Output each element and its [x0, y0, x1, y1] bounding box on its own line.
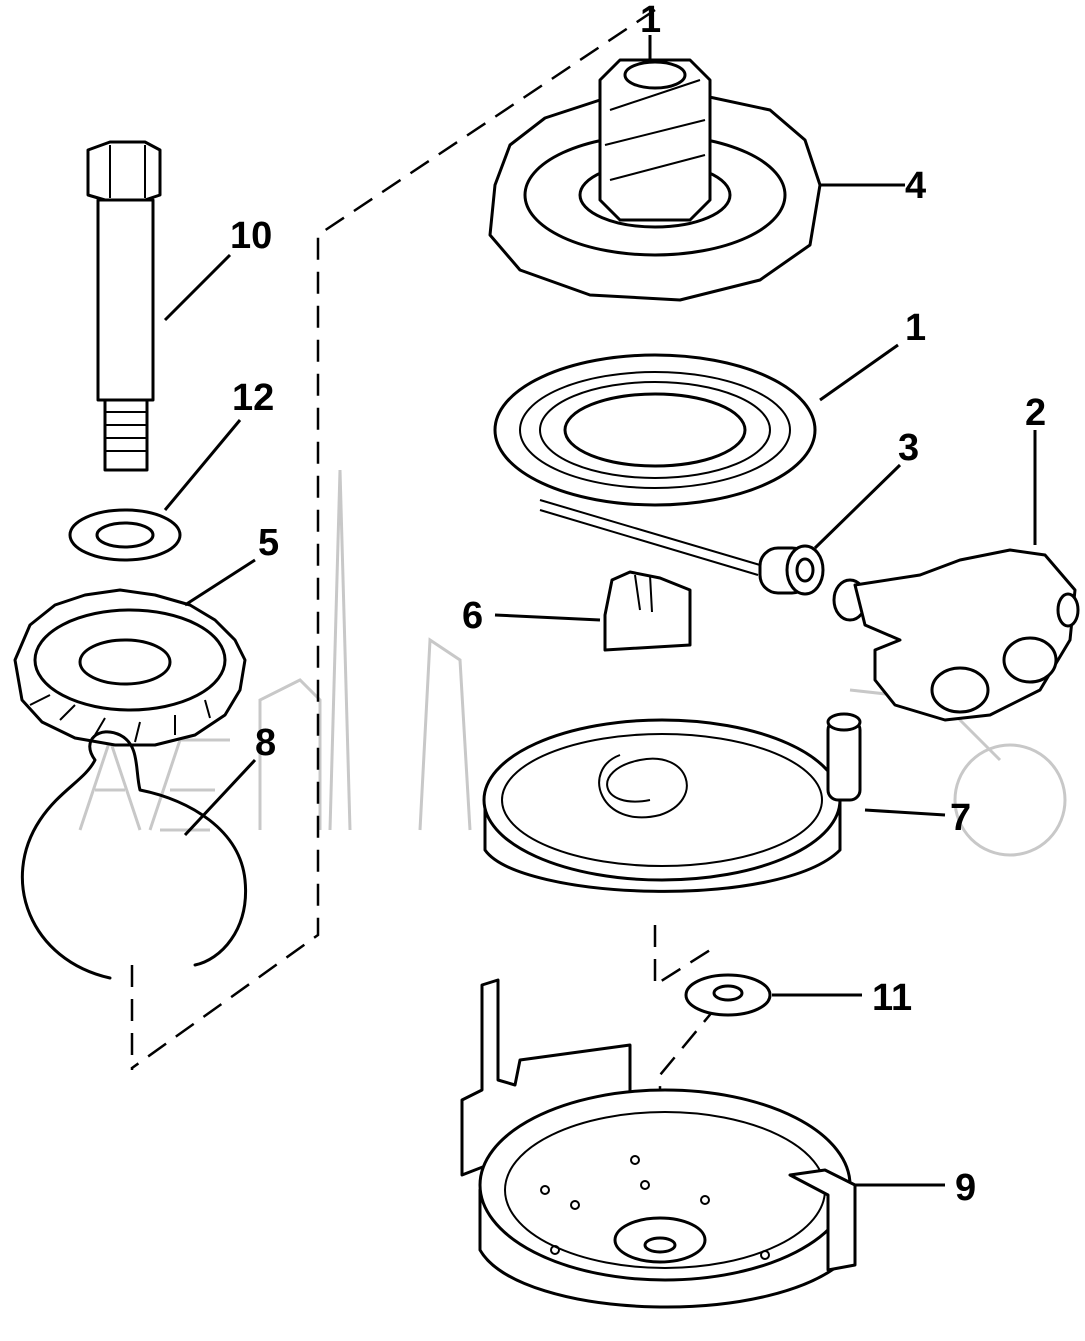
part-11-washer — [684, 973, 772, 1017]
callout-labels: 1 1 2 3 4 5 6 7 8 9 10 11 12 — [230, 0, 1046, 1209]
part-3-bushing — [758, 544, 825, 596]
part-7-spring-housing — [482, 712, 862, 893]
callout-1-spring: 1 — [905, 307, 926, 349]
part-12-washer — [68, 508, 182, 562]
part-6-pawl — [603, 570, 692, 652]
part-2-handle — [832, 548, 1080, 722]
callout-10: 10 — [230, 215, 272, 257]
part-1-rewind-spring — [493, 353, 817, 576]
callout-12: 12 — [232, 377, 274, 419]
callout-4: 4 — [905, 165, 926, 207]
callout-6: 6 — [462, 595, 483, 637]
callout-3: 3 — [898, 427, 919, 469]
leader-lines — [163, 35, 1037, 1187]
part-10-bolt — [86, 140, 162, 472]
part-9-base-housing — [460, 978, 857, 1309]
callout-8: 8 — [255, 722, 276, 764]
callout-11: 11 — [872, 977, 912, 1019]
part-5-gear — [13, 588, 247, 747]
part-4-pinion-pulley — [488, 58, 822, 302]
part-8-spring-clip — [20, 730, 248, 980]
callout-7: 7 — [950, 797, 971, 839]
callout-1-top: 1 — [640, 0, 661, 41]
callout-5: 5 — [258, 522, 279, 564]
callout-2: 2 — [1025, 392, 1046, 434]
callout-9: 9 — [955, 1167, 976, 1209]
